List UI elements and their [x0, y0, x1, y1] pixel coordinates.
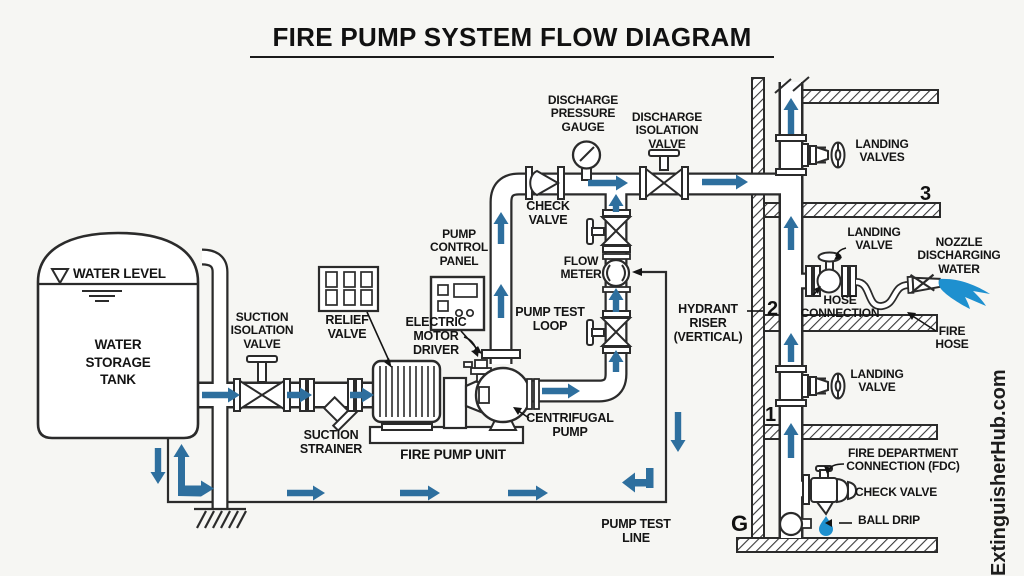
landing-valve-floor1-icon: [775, 365, 846, 407]
relief-valve-label: RELIEF VALVE: [325, 313, 369, 341]
pump-test-line-label: PUMP TEST LINE: [601, 517, 671, 545]
pressure-gauge-icon: [571, 140, 602, 181]
floor3-slab: [763, 202, 941, 218]
coupling: [442, 376, 468, 430]
electric-motor: [371, 359, 442, 424]
floor2-slab: [763, 314, 938, 332]
building-wall: [751, 77, 765, 539]
landing-valve-floor2-icon: [805, 251, 857, 297]
floor-2-label: 2: [767, 298, 779, 320]
ball-drip-drop: [819, 516, 833, 536]
centrifugal-pump-label: CENTRIFUGAL PUMP: [526, 411, 614, 439]
water-level-label: WATER LEVEL: [73, 266, 166, 281]
fdc-label: FIRE DEPARTMENT CONNECTION (FDC): [846, 446, 960, 474]
riser-drain-ball-icon: [778, 511, 812, 537]
motor-fins: [379, 366, 435, 417]
earth-ground-icon: [194, 507, 247, 529]
riser-top-break-icon: [774, 76, 810, 94]
leader-lines: [366, 247, 937, 524]
tank-name-label: WATER STORAGE TANK: [85, 337, 151, 388]
water-level-icon: [50, 268, 70, 286]
floor-3-label: 3: [920, 183, 932, 205]
flow-meter-icon: [601, 253, 631, 293]
hydrant-riser-label: HYDRANT RISER (VERTICAL): [673, 302, 743, 344]
water-spray: [938, 278, 990, 309]
suction-strainer-label: SUCTION STRAINER: [299, 428, 363, 456]
ground-slab: [736, 537, 938, 553]
leader-arrowheads: [384, 252, 916, 527]
pump-test-line-pipe: [166, 268, 668, 504]
check-valve-label: CHECK VALVE: [526, 199, 570, 227]
fdc-icon: [802, 465, 858, 516]
hose-connection-label: HOSE CONNECTION: [800, 293, 880, 321]
pump-control-panel-box: [429, 275, 486, 332]
relief-valve-box: [317, 265, 380, 313]
suction-isolation-valve-label: SUCTION ISOLATION VALVE: [230, 310, 294, 351]
nozzle-label: NOZZLE DISCHARGING WATER: [917, 235, 1001, 276]
fire-pump-unit: [368, 349, 540, 445]
fdc-check-valve-label: CHECK VALVE: [855, 485, 938, 499]
ball-drip-label: BALL DRIP: [858, 513, 920, 527]
fire-hose-label: FIRE HOSE: [935, 324, 969, 352]
floor-g-label: G: [731, 511, 749, 536]
roof-slab: [800, 89, 939, 104]
discharge-isolation-valve-icon: [639, 149, 689, 200]
page-title: FIRE PUMP SYSTEM FLOW DIAGRAM: [250, 22, 774, 58]
discharge-isolation-valve-label: DISCHARGE ISOLATION VALVE: [631, 110, 703, 151]
fire-hose-icon: [855, 278, 911, 310]
floor1-slab: [763, 424, 938, 440]
landing-valve-1-label: LANDING VALVE: [850, 367, 904, 395]
check-valve-icon: [525, 166, 565, 200]
water-ripples: [82, 290, 122, 302]
floor-1-label: 1: [765, 404, 777, 426]
pump-hub: [478, 386, 490, 404]
discharge-pressure-gauge-label: DISCHARGE PRESSURE GAUGE: [547, 93, 619, 134]
electric-motor-driver-label: ELECTRIC MOTOR DRIVER: [405, 315, 467, 357]
landing-valve-floor3-icon: [775, 134, 846, 176]
building-structure: [736, 77, 941, 553]
test-loop-valve-upper: [586, 209, 633, 253]
test-loop-valve-lower: [586, 310, 633, 354]
discharge-flange: [481, 349, 521, 359]
pump-control-panel-label: PUMP CONTROL PANEL: [430, 227, 488, 268]
flow-meter-label: FLOW METER: [560, 254, 602, 282]
watermark: ExtinguisherHub.com: [988, 369, 1010, 576]
fire-pump-unit-label: FIRE PUMP UNIT: [400, 447, 506, 462]
water-storage-tank: [36, 231, 200, 440]
landing-valves-label: LANDING VALVES: [855, 137, 909, 165]
pump-test-loop-label: PUMP TEST LOOP: [515, 305, 585, 333]
flow-arrows: [150, 98, 799, 501]
landing-valve-2-label: LANDING VALVE: [847, 225, 901, 253]
